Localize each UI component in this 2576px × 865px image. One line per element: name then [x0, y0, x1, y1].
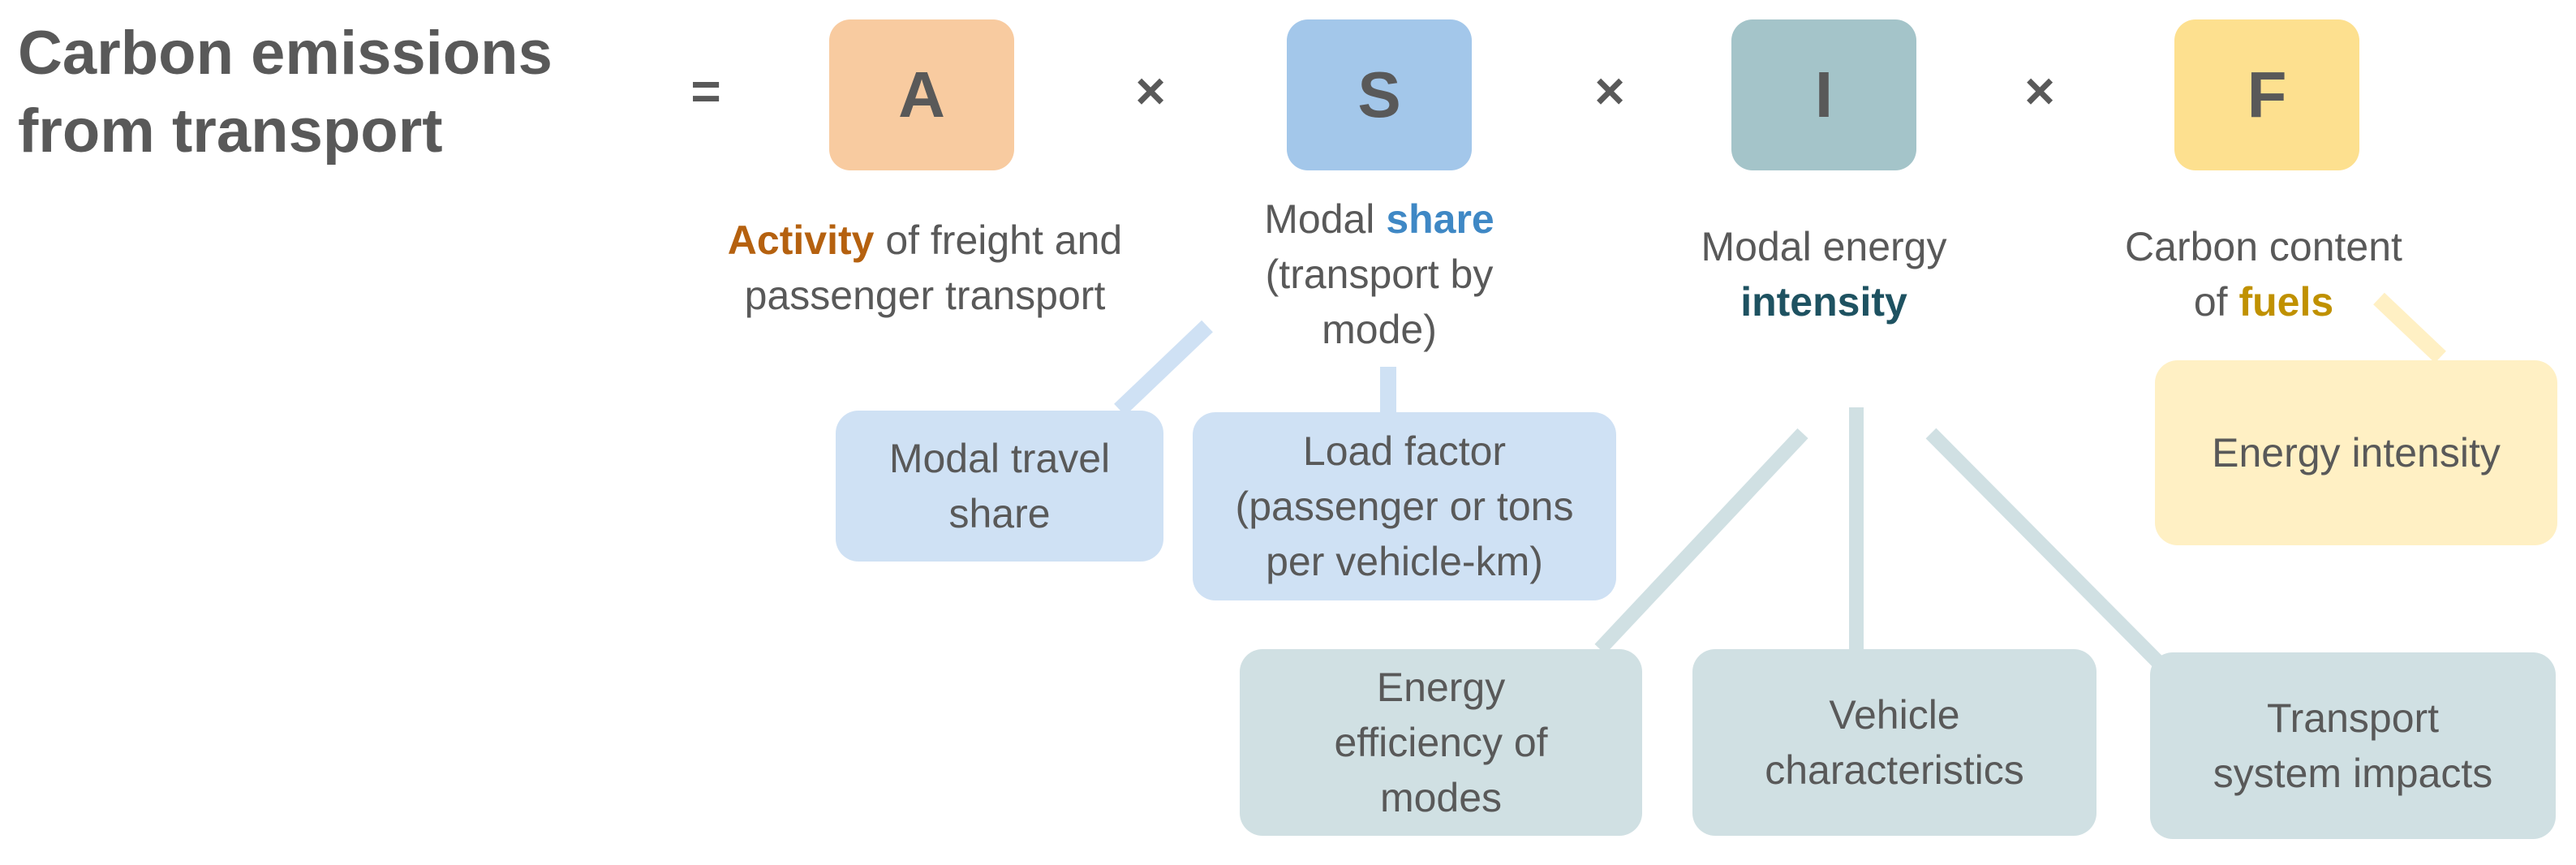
box-energy-intensity: Energy intensity [2155, 360, 2557, 545]
caption-fuels-highlight: fuels [2238, 279, 2334, 325]
equation-title: Carbon emissions from transport [18, 19, 553, 166]
caption-activity: Activity of freight and passenger transp… [682, 213, 1168, 323]
box-transport-system-impacts: Transport system impacts [2150, 652, 2556, 839]
caption-fuels-pre: Carbon content [2125, 224, 2402, 269]
caption-fuels-mid: of [2193, 279, 2239, 325]
caption-fuels: Carbon content of fuels [2093, 219, 2434, 329]
factor-box-intensity: I [1731, 19, 1916, 170]
box-load-factor: Load factor (passenger or tons per vehic… [1193, 412, 1616, 600]
caption-intensity: Modal energy intensity [1662, 219, 1986, 329]
box-energy-efficiency: Energy efficiency of modes [1240, 649, 1642, 836]
caption-share-rest: (transport by mode) [1265, 252, 1494, 352]
connector-intensity-to-efficiency [1594, 428, 1808, 655]
times-sign-2: × [1594, 62, 1625, 120]
connector-intensity-to-system [1925, 428, 2167, 671]
caption-share: Modal share (transport by mode) [1209, 192, 1550, 357]
caption-activity-highlight: Activity [727, 217, 875, 263]
times-sign-3: × [2024, 62, 2055, 120]
factor-box-activity: A [829, 19, 1014, 170]
caption-share-highlight: share [1386, 196, 1494, 242]
caption-intensity-highlight: intensity [1740, 279, 1907, 325]
box-vehicle-characteristics: Vehicle characteristics [1692, 649, 2096, 836]
connector-fuels-to-energy [2373, 292, 2446, 364]
box-modal-travel-share: Modal travel share [836, 411, 1163, 562]
caption-intensity-pre: Modal energy [1701, 224, 1947, 269]
caption-activity-rest: of freight and passenger transport [744, 217, 1123, 318]
times-sign-1: × [1135, 62, 1166, 120]
factor-box-share: S [1287, 19, 1472, 170]
caption-share-pre: Modal [1264, 196, 1387, 242]
factor-box-fuels: F [2174, 19, 2359, 170]
connector-share-to-travel [1114, 320, 1213, 416]
equals-sign: = [690, 62, 721, 120]
